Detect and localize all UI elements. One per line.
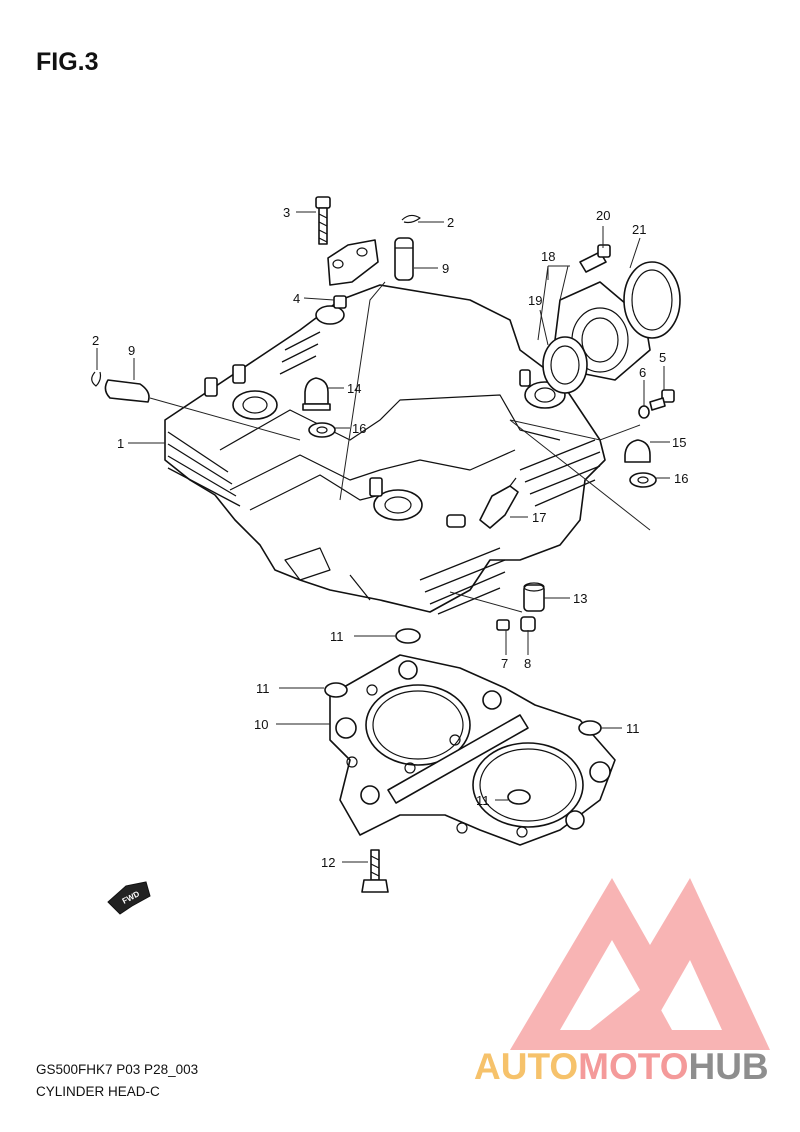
watermark-part-2: MOTO <box>578 1046 689 1087</box>
figure-title: FIG.3 <box>36 48 99 76</box>
callout-11-d: 11 <box>476 793 490 808</box>
callout-18: 18 <box>541 249 555 264</box>
hose-clamp-part-21 <box>623 261 681 339</box>
callout-numbers: 3 2 9 4 2 9 1 14 16 20 21 18 19 5 6 15 1… <box>92 205 688 870</box>
washer-part-16-right <box>629 472 657 488</box>
callout-19: 19 <box>528 293 542 308</box>
gasket-part-19 <box>542 336 588 394</box>
callout-6: 6 <box>639 365 646 380</box>
seal-ring-part-11-c <box>578 720 602 736</box>
clip-part-2-top <box>401 214 421 224</box>
head-gasket-part-10 <box>329 654 616 846</box>
screw-part-7 <box>496 619 510 631</box>
screw-part-8 <box>520 616 536 632</box>
callout-8: 8 <box>524 656 531 671</box>
dowel-part-13 <box>523 582 545 612</box>
callout-14: 14 <box>347 381 361 396</box>
watermark-part-3: HUB <box>688 1046 769 1087</box>
cap-nut-part-14 <box>302 377 331 411</box>
callout-20: 20 <box>596 208 610 223</box>
watermark-text: AUTOMOTOHUB <box>474 1046 769 1088</box>
forward-direction-arrow-icon: FWD <box>107 881 151 915</box>
callout-7: 7 <box>501 656 508 671</box>
callout-12: 12 <box>321 855 335 870</box>
seal-ring-part-11-b <box>324 682 348 698</box>
pin-part-9-left <box>104 379 150 403</box>
callout-5: 5 <box>659 350 666 365</box>
clip-part-2-left <box>91 371 102 387</box>
callout-10: 10 <box>254 717 268 732</box>
seal-ring-part-11-d <box>507 789 531 805</box>
callout-11-c: 11 <box>626 721 640 736</box>
washer-part-6 <box>638 405 650 419</box>
callout-21: 21 <box>632 222 646 237</box>
callout-16-left: 16 <box>352 421 366 436</box>
leader-lines <box>96 211 670 863</box>
bolt-part-5 <box>649 389 675 411</box>
callout-17: 17 <box>532 510 546 525</box>
diagram-name: CYLINDER HEAD-C <box>36 1084 160 1099</box>
callout-13: 13 <box>573 591 587 606</box>
seal-ring-part-11-a <box>395 628 421 644</box>
spark-plug-part-17 <box>479 477 519 529</box>
callout-2-top: 2 <box>447 215 454 230</box>
callout-4: 4 <box>293 291 300 306</box>
callout-1: 1 <box>117 436 124 451</box>
callout-9-left: 9 <box>128 343 135 358</box>
callout-16-right: 16 <box>674 471 688 486</box>
callout-9-top: 9 <box>442 261 449 276</box>
diagram-code: GS500FHK7 P03 P28_003 <box>36 1062 199 1077</box>
bolt-part-3 <box>315 196 331 245</box>
pin-part-9-top <box>394 237 414 281</box>
bracket-part-4 <box>327 239 379 309</box>
callout-2-left: 2 <box>92 333 99 348</box>
bolt-part-12 <box>361 849 389 893</box>
watermark-logo-icon <box>510 878 770 1050</box>
callout-11-a: 11 <box>330 629 344 644</box>
watermark-part-1: AUTO <box>474 1046 579 1087</box>
callout-11-b: 11 <box>256 681 270 696</box>
callout-3: 3 <box>283 205 290 220</box>
callout-15: 15 <box>672 435 686 450</box>
washer-part-16-left <box>308 422 336 438</box>
cylinder-head-part <box>164 284 606 615</box>
cap-nut-part-15 <box>624 439 651 463</box>
bolt-part-20 <box>579 244 611 273</box>
